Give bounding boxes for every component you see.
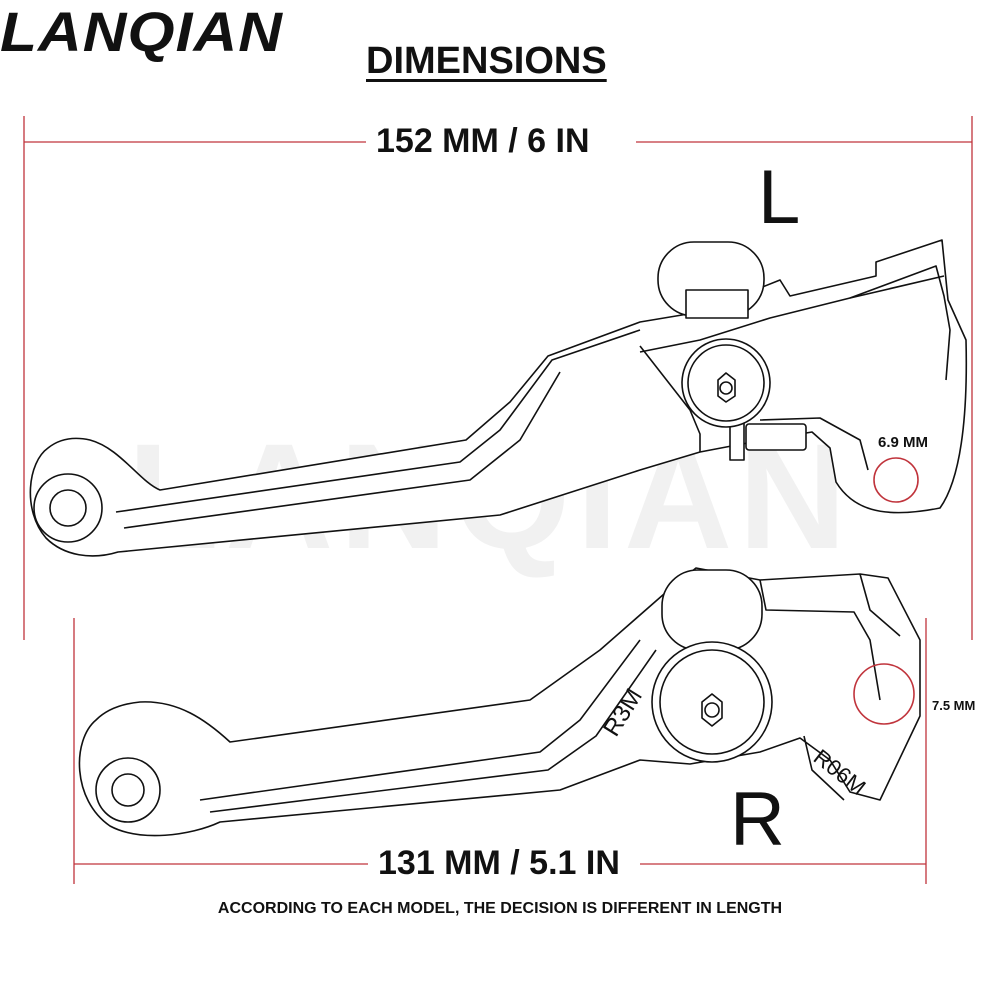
page-title: DIMENSIONS xyxy=(366,40,607,82)
left-hole-label: 6.9 MM xyxy=(878,434,929,451)
left-dimension-lines xyxy=(23,116,973,640)
right-length-label: 131 MM / 5.1 IN xyxy=(370,844,628,883)
right-dimension-lines xyxy=(73,618,927,884)
left-hole-marker xyxy=(873,457,919,503)
left-lever-outline xyxy=(29,239,968,557)
left-length-label: 152 MM / 6 IN xyxy=(368,122,598,161)
left-side-letter: L xyxy=(758,155,801,240)
footnote: ACCORDING TO EACH MODEL, THE DECISION IS… xyxy=(217,900,783,917)
right-side-letter: R xyxy=(730,777,785,862)
right-hole-marker xyxy=(853,663,915,725)
brand-logo: LANQIAN xyxy=(0,0,284,63)
right-lever-outline xyxy=(78,567,921,837)
right-hole-label: 7.5 MM xyxy=(932,698,976,713)
